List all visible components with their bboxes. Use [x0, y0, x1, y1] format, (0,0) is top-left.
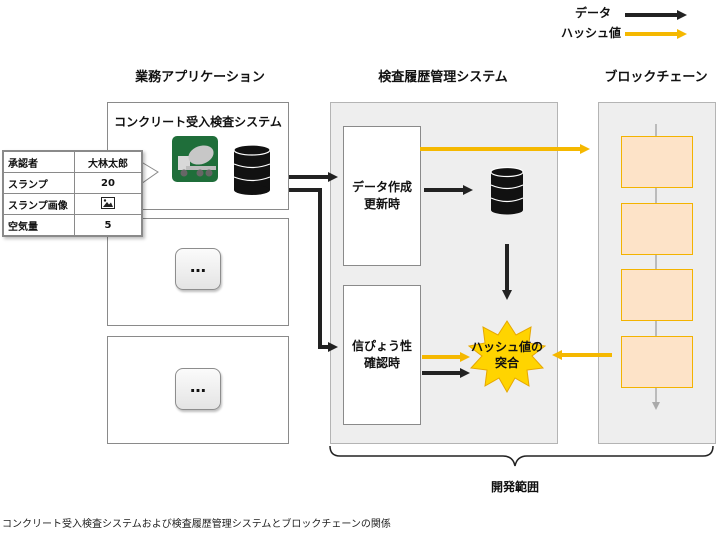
- column-title-business-app: 業務アプリケーション: [135, 70, 265, 85]
- data-arrow-to-verify: [289, 188, 338, 352]
- table-key-approver: 承認者: [3, 151, 75, 173]
- more-apps-button-2[interactable]: …: [175, 368, 221, 410]
- development-scope-brace: [329, 445, 714, 467]
- block-4: [621, 336, 693, 388]
- table-value-air-content: 5: [74, 214, 142, 236]
- figure-caption: コンクリート受入検査システムおよび検査履歴管理システムとブロックチェーンの関係: [2, 519, 391, 530]
- table-row: 承認者 大林太郎: [3, 151, 142, 173]
- table-row: スランプ 20: [3, 172, 142, 194]
- table-row: 空気量 5: [3, 214, 142, 236]
- table-key-slump: スランプ: [3, 172, 75, 194]
- inspection-record-table: 承認者 大林太郎 スランプ 20 スランプ画像 空気量 5: [2, 150, 143, 237]
- table-row: スランプ画像: [3, 193, 142, 215]
- table-value-slump: 20: [74, 172, 142, 194]
- hash-match-label-line1: ハッシュ値の: [470, 340, 543, 354]
- table-value-approver: 大林太郎: [74, 151, 142, 173]
- legend-hash-label: ハッシュ値: [561, 26, 622, 40]
- block-3: [621, 269, 693, 321]
- app-box-title: コンクリート受入検査システム: [114, 115, 282, 129]
- column-title-inspection-system: 検査履歴管理システム: [378, 70, 508, 85]
- process-box-create-update: データ作成 更新時: [343, 126, 421, 266]
- process-label-check: 確認時: [363, 356, 400, 370]
- legend-data-label: データ: [575, 6, 612, 20]
- hash-match-label-line2: 突合: [494, 356, 519, 370]
- hash-match-label: ハッシュ値の 突合: [466, 339, 548, 371]
- block-1: [621, 136, 693, 188]
- process-label-update: 更新時: [363, 197, 400, 211]
- table-key-air-content: 空気量: [3, 214, 75, 236]
- process-box-verify: 信ぴょう性 確認時: [343, 285, 421, 425]
- table-key-slump-image: スランプ画像: [3, 193, 75, 215]
- process-label-create: データ作成: [351, 180, 412, 194]
- more-apps-button-1[interactable]: …: [175, 248, 221, 290]
- mixer-truck-app-icon: [172, 136, 218, 182]
- hash-match-burst: [467, 320, 547, 394]
- image-icon: [101, 196, 115, 209]
- block-2: [621, 203, 693, 255]
- column-title-blockchain: ブロックチェーン: [604, 70, 708, 85]
- development-scope-label: 開発範囲: [490, 480, 539, 494]
- app-database-icon: [233, 144, 271, 195]
- database-icon: [490, 166, 524, 215]
- table-value-slump-image: [74, 193, 142, 215]
- process-label-authenticity: 信ぴょう性: [351, 339, 412, 353]
